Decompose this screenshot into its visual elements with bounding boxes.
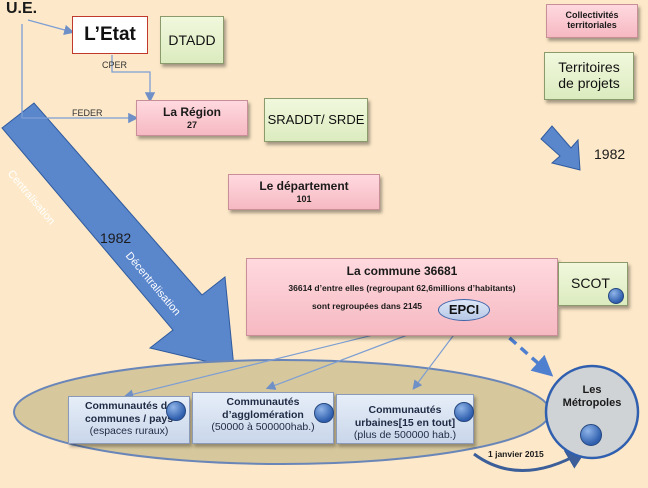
departement-box: Le département 101	[228, 174, 380, 210]
commune-title: La commune 36681	[346, 264, 458, 278]
group-agglo-line-2: d’agglomération	[222, 408, 304, 421]
dtadd-note: DTADD	[160, 16, 224, 64]
region-count: 27	[186, 119, 197, 130]
group-urbaines-line-3: (plus de 500000 hab.)	[353, 429, 457, 442]
group-urbaines-ball-icon	[454, 402, 474, 422]
group-agglo-box: Communautés d’agglomération (50000 à 500…	[192, 392, 334, 444]
metropoles-circle	[544, 364, 640, 460]
metropoles-ball-icon	[580, 424, 602, 446]
collectivites-line-1: Collectivités	[565, 10, 619, 20]
scot-label: SCOT	[571, 275, 610, 291]
region-box: La Région 27	[136, 100, 248, 136]
territoires-line-2: de projets	[558, 75, 620, 92]
group-urbaines-line-1: Communautés	[368, 404, 442, 416]
collectivites-line-2: territoriales	[567, 20, 617, 31]
departement-name: Le département	[259, 179, 349, 193]
year-right-label: 1982	[594, 146, 626, 162]
commune-line-2: sont regroupées dans 2145	[311, 300, 423, 311]
sraddt-note: SRADDT/ SRDE	[264, 98, 368, 142]
commune-box: La commune 36681 36614 d’entre elles (re…	[246, 258, 558, 336]
ue-to-etat-line	[27, 19, 75, 35]
scot-ball-icon	[608, 288, 624, 304]
feder-label: FEDER	[72, 108, 103, 118]
metropoles-line-2: Métropoles	[562, 396, 622, 409]
metropoles-label: Les Métropoles	[550, 384, 634, 409]
group-urbaines-box: Communautés urbaines[15 en tout] (plus d…	[336, 394, 474, 444]
small-arrow-right	[540, 125, 581, 171]
curve-to-metropoles	[473, 448, 588, 472]
date-label: 1 janvier 2015	[488, 449, 544, 459]
group-communes-box: Communautés de communes / pays (espaces …	[68, 396, 190, 444]
epci-oval: EPCI	[438, 299, 490, 321]
territoires-line-1: Territoires	[558, 59, 620, 75]
metropoles-line-1: Les	[582, 384, 602, 396]
group-communes-line-1: Communautés de	[84, 400, 174, 412]
group-communes-ball-icon	[166, 401, 186, 421]
group-agglo-line-3: (50000 à 500000hab.)	[211, 421, 315, 434]
etat-to-region-line	[111, 55, 156, 103]
departement-count: 101	[296, 193, 312, 204]
collectivites-box: Collectivités territoriales	[546, 4, 638, 38]
group-agglo-ball-icon	[314, 403, 334, 423]
cper-label: CPER	[102, 60, 128, 70]
region-name: La Région	[162, 105, 221, 119]
group-communes-line-3: (espaces ruraux)	[89, 425, 169, 438]
commune-line-1: 36614 d’entre elles (regroupant 62,6mill…	[288, 282, 516, 293]
ue-to-region-line	[21, 24, 139, 124]
territoires-note: Territoires de projets	[544, 52, 634, 100]
group-communes-line-2: communes / pays	[84, 412, 174, 425]
epci-to-metropoles-dashed	[485, 316, 554, 377]
big-diagonal-arrow	[1, 102, 235, 369]
ue-label: U.E.	[6, 0, 38, 17]
year-left-label: 1982	[100, 230, 132, 246]
group-urbaines-line-2: urbaines[15 en tout]	[354, 416, 456, 429]
etat-box: L’Etat	[72, 16, 148, 54]
group-agglo-line-1: Communautés	[226, 396, 300, 408]
